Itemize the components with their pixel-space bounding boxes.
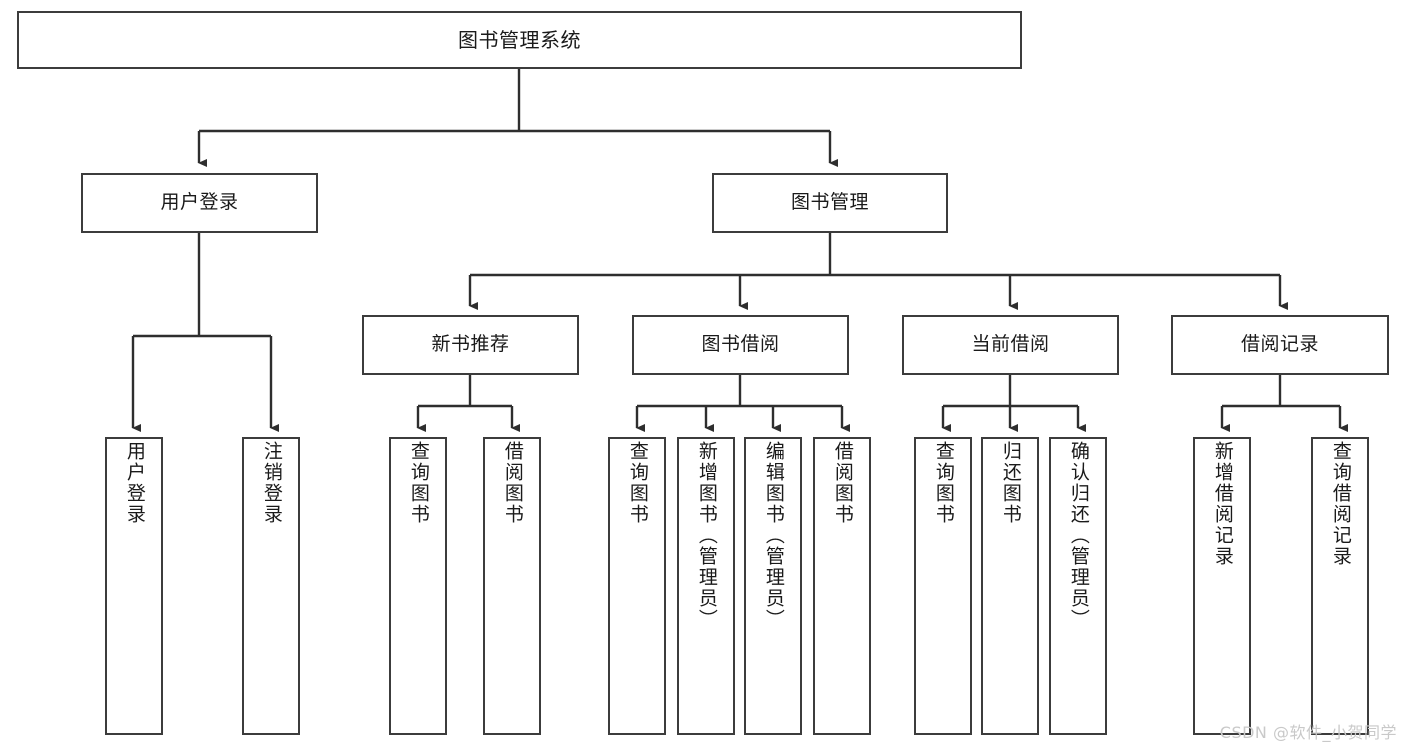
leaf-book-borrow-add-book-admin[interactable]: 新增图书（管理员） xyxy=(677,437,735,735)
leaf-book-borrow-borrow-book[interactable]: 借阅图书 xyxy=(813,437,871,735)
node-label: 图书管理系统 xyxy=(458,27,581,52)
node-label: 查询图书 xyxy=(932,441,955,525)
node-label: 新增借阅记录 xyxy=(1211,441,1234,567)
node-current-borrow[interactable]: 当前借阅 xyxy=(902,315,1119,375)
node-label: 查询图书 xyxy=(407,441,430,525)
node-label: 新增图书（管理员） xyxy=(695,441,718,630)
node-label: 当前借阅 xyxy=(971,333,1050,356)
node-label: 借阅图书 xyxy=(501,441,524,525)
node-label: 借阅记录 xyxy=(1240,333,1319,356)
node-label: 用户登录 xyxy=(160,191,239,214)
node-root-book-management-system[interactable]: 图书管理系统 xyxy=(17,11,1022,69)
node-label: 图书管理 xyxy=(790,191,869,214)
leaf-current-borrow-confirm-return-admin[interactable]: 确认归还（管理员） xyxy=(1049,437,1107,735)
node-label: 确认归还（管理员） xyxy=(1067,441,1090,630)
leaf-book-borrow-edit-book-admin[interactable]: 编辑图书（管理员） xyxy=(744,437,802,735)
node-label: 借阅图书 xyxy=(831,441,854,525)
leaf-borrow-record-add-record[interactable]: 新增借阅记录 xyxy=(1193,437,1251,735)
leaf-current-borrow-query-book[interactable]: 查询图书 xyxy=(914,437,972,735)
node-label: 编辑图书（管理员） xyxy=(762,441,785,630)
leaf-borrow-record-query-record[interactable]: 查询借阅记录 xyxy=(1311,437,1369,735)
node-borrow-record[interactable]: 借阅记录 xyxy=(1171,315,1389,375)
leaf-new-book-query-book[interactable]: 查询图书 xyxy=(389,437,447,735)
leaf-book-borrow-query-book[interactable]: 查询图书 xyxy=(608,437,666,735)
node-label: 用户登录 xyxy=(123,441,146,525)
node-user-login[interactable]: 用户登录 xyxy=(81,173,318,233)
node-book-management[interactable]: 图书管理 xyxy=(712,173,948,233)
csdn-watermark: CSDN @软件_小贺同学 xyxy=(1219,723,1397,742)
node-label: 注销登录 xyxy=(260,441,283,525)
leaf-current-borrow-return-book[interactable]: 归还图书 xyxy=(981,437,1039,735)
leaf-new-book-borrow-book[interactable]: 借阅图书 xyxy=(483,437,541,735)
node-label: 查询图书 xyxy=(626,441,649,525)
node-book-borrow[interactable]: 图书借阅 xyxy=(632,315,849,375)
node-label: 查询借阅记录 xyxy=(1329,441,1352,567)
node-label: 图书借阅 xyxy=(701,333,780,356)
node-new-book-recommend[interactable]: 新书推荐 xyxy=(362,315,579,375)
leaf-user-login-logout[interactable]: 注销登录 xyxy=(242,437,300,735)
node-label: 归还图书 xyxy=(999,441,1022,525)
leaf-user-login-login[interactable]: 用户登录 xyxy=(105,437,163,735)
node-label: 新书推荐 xyxy=(431,333,510,356)
